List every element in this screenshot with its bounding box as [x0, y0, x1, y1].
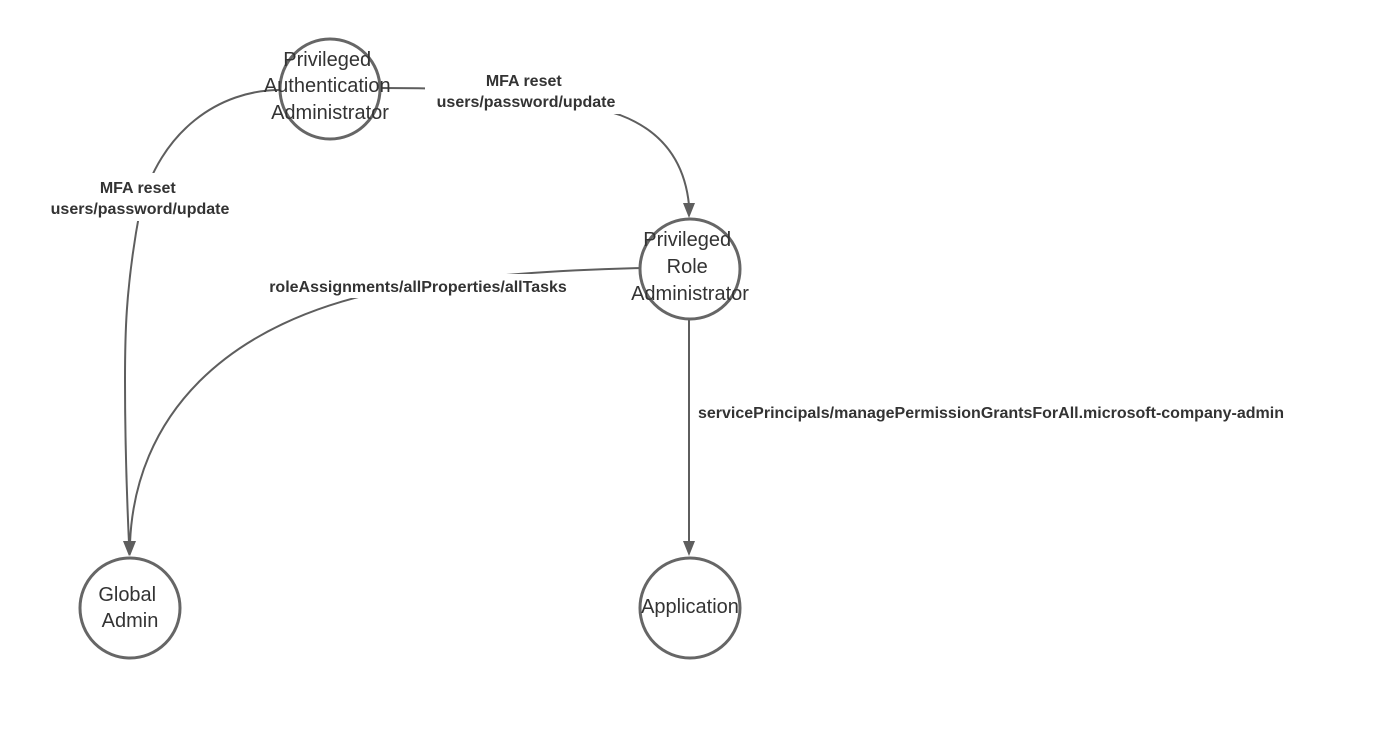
nodes: Privileged Authentication Administrator … [78, 37, 749, 660]
arrowhead-pauth-to-prole [683, 203, 695, 218]
edge-label-pauth-to-prole: MFA reset users/password/update [425, 66, 627, 114]
node-label-line: Administrator [271, 102, 389, 124]
svg-text:Global Admin: Global Admin [98, 584, 161, 632]
node-label-line: Application [641, 596, 739, 618]
edge-pauth-to-global [123, 89, 281, 544]
node-label-line: Role [667, 256, 708, 278]
edge-label-line: users/password/update [437, 94, 616, 111]
edge-label-line: users/password/update [51, 201, 230, 218]
svg-text:MFA reset users/passwo: MFA reset users/password/update [437, 73, 616, 111]
edge-label-prole-to-global: roleAssignments/allProperties/allTasks [250, 274, 586, 298]
node-label-line: Administrator [631, 283, 749, 305]
arrowhead-prole-to-app [683, 541, 695, 556]
node-label-line: Global [98, 584, 156, 606]
edge-label-line: MFA reset [486, 73, 563, 90]
node-privileged-role-administrator[interactable]: Privileged Role Administrator [631, 217, 749, 321]
node-label-line: Authentication [264, 75, 391, 97]
node-label-line: Privileged [643, 229, 731, 251]
svg-text:servicePrincipals/managePermis: servicePrincipals/managePermissionGrants… [698, 405, 1284, 422]
edge-labels: MFA reset users/password/update MFA rese… [39, 66, 1351, 424]
svg-text:roleAssignments/allProperties/: roleAssignments/allProperties/allTasks [269, 279, 567, 296]
edge-label-pauth-to-global: MFA reset users/password/update [39, 173, 242, 221]
svg-text:MFA reset users/passwo: MFA reset users/password/update [51, 180, 230, 218]
edge-prole-to-global [129, 267, 641, 544]
svg-text:Application: Application [641, 596, 739, 618]
edge-label-line: roleAssignments/allProperties/allTasks [269, 279, 567, 296]
svg-text:Privileged Role: Privileged Role Administrator [631, 229, 749, 305]
svg-text:Privileged Authenticat: Privileged Authentication Administrator [264, 49, 396, 124]
edges [123, 87, 695, 556]
node-global-admin[interactable]: Global Admin [78, 556, 182, 660]
arrowhead-prole-to-global [124, 541, 136, 556]
node-privileged-authentication-administrator[interactable]: Privileged Authentication Administrator [264, 37, 396, 141]
edge-label-line: MFA reset [100, 180, 177, 197]
node-label-line: Privileged [283, 49, 371, 71]
node-label-line: Admin [102, 610, 159, 632]
node-application[interactable]: Application [638, 556, 742, 660]
edge-label-prole-to-app: servicePrincipals/managePermissionGrants… [695, 400, 1351, 424]
edge-label-line: servicePrincipals/managePermissionGrants… [698, 405, 1284, 422]
